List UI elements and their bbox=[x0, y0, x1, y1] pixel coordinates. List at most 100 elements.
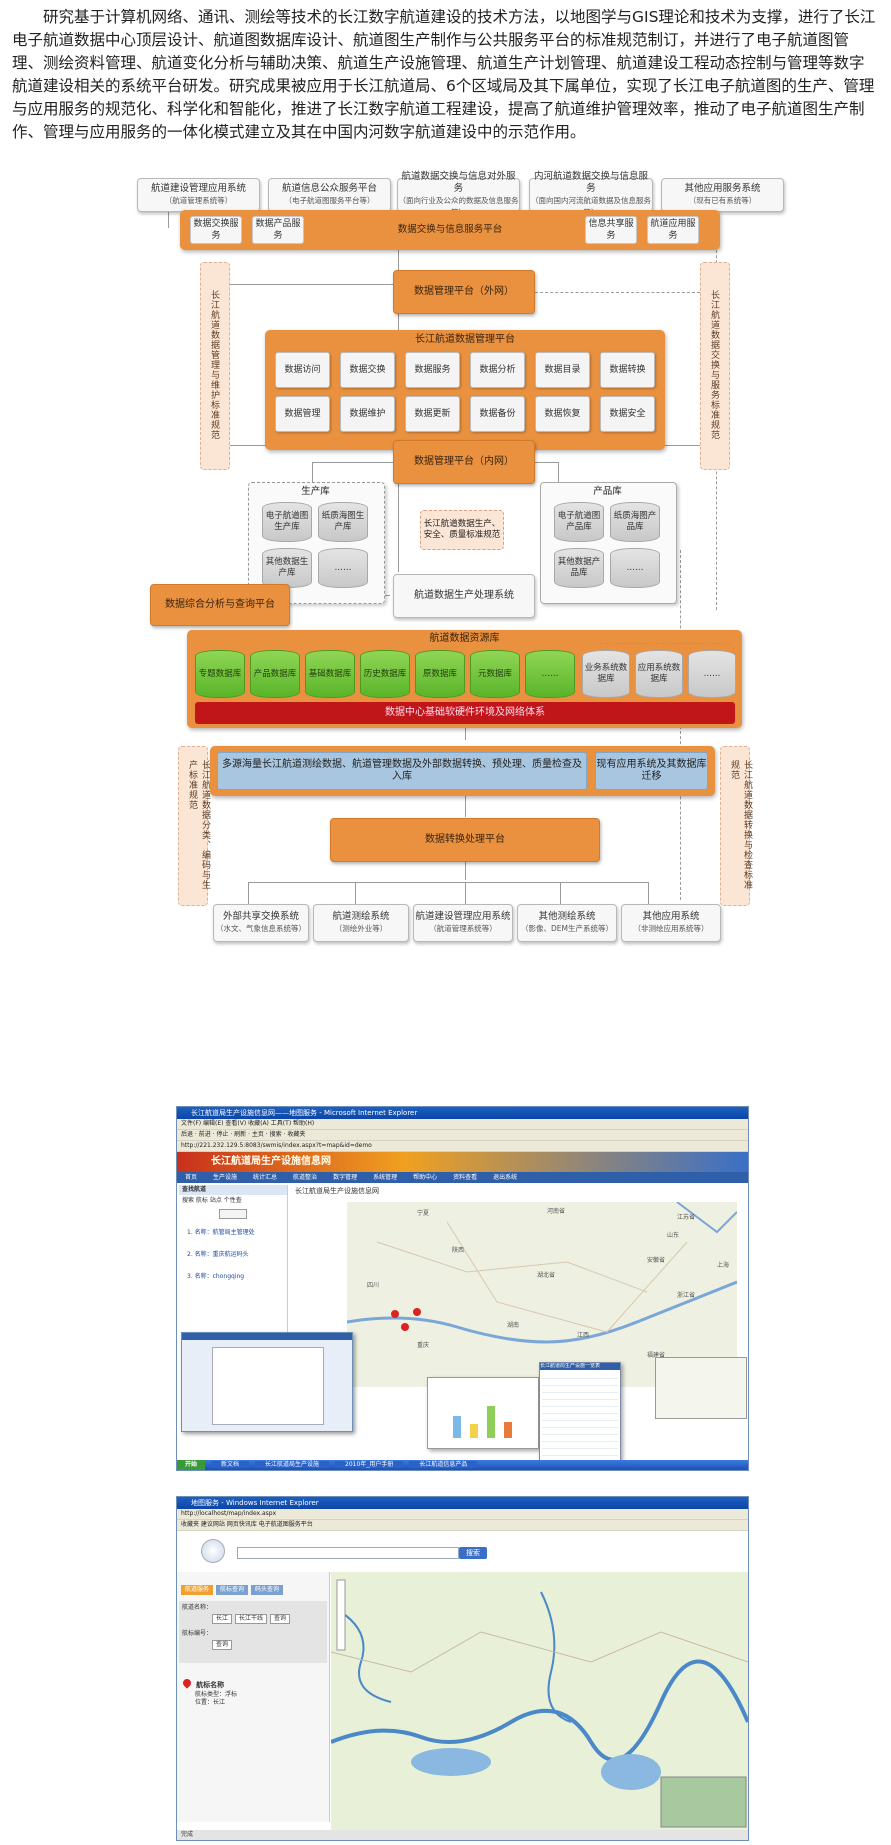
marker-icon[interactable] bbox=[401, 1323, 409, 1331]
taskbar-item[interactable]: 长江航道局生产设施 bbox=[255, 1461, 330, 1468]
search-input[interactable] bbox=[237, 1547, 459, 1559]
nav-tab[interactable]: 首页 bbox=[185, 1174, 198, 1181]
mgmt-platform-inner: 数据管理平台（内网） bbox=[393, 440, 535, 484]
connector bbox=[168, 210, 169, 228]
migration-left: 多源海量长江航道测绘数据、航道管理数据及外部数据转换、预处理、质量检查及入库 bbox=[217, 752, 587, 790]
overlay-title-bar bbox=[182, 1333, 352, 1340]
form-control[interactable]: 长江 bbox=[212, 1614, 233, 1624]
taskbar-item[interactable]: 新文档 bbox=[211, 1461, 250, 1468]
result-item[interactable]: 2. 名称：重庆航运码头 bbox=[187, 1251, 249, 1258]
map-place-label: 湖北省 bbox=[537, 1272, 556, 1279]
system-title: 内河航道数据交换与信息服务 bbox=[533, 171, 648, 194]
nav-tab[interactable]: 帮助中心 bbox=[413, 1174, 438, 1181]
form1-values: 长江长江干线查询 bbox=[212, 1614, 324, 1624]
chart-window[interactable] bbox=[427, 1377, 539, 1449]
top-system-1: 航道建设管理应用系统 （航道管理系统等） bbox=[137, 178, 260, 212]
map-svg bbox=[347, 1202, 737, 1344]
nav-tab[interactable]: 退出系统 bbox=[493, 1174, 518, 1181]
result-item[interactable]: 1. 名称：航管局主管理处 bbox=[187, 1229, 255, 1236]
mgmt-platform bbox=[265, 330, 665, 450]
result-item[interactable]: 3. 名称：chongqing bbox=[187, 1273, 245, 1280]
form-control[interactable]: 查询 bbox=[270, 1614, 291, 1624]
system-title: 航道信息公众服务平台 bbox=[281, 183, 377, 194]
left-standard-label-2: 长江航道数据分类、编码与生产标准规范 bbox=[187, 760, 210, 890]
query-tab[interactable]: 航道服务 bbox=[181, 1585, 214, 1595]
favorites-bar[interactable]: 收藏夹 建议网站 网页快讯库 电子航道图服务平台 bbox=[177, 1520, 748, 1531]
form-control[interactable]: 长江干线 bbox=[235, 1614, 268, 1624]
map-place-label: 湖南 bbox=[507, 1322, 520, 1329]
search-button[interactable] bbox=[219, 1209, 247, 1219]
grey-db-cylinder: 业务系统数据库 bbox=[582, 650, 630, 698]
system-subtitle: （影像、DEM生产系统等） bbox=[521, 924, 613, 933]
overview-map[interactable] bbox=[660, 1776, 747, 1828]
facility-table-window[interactable]: 长江航道局生产设施一览表 bbox=[539, 1362, 621, 1462]
marker-icon[interactable] bbox=[391, 1310, 399, 1318]
screenshot-chart-service: 地图服务 - Windows Internet Explorer http://… bbox=[176, 1496, 749, 1841]
result-line: 位置：长江 bbox=[195, 1699, 226, 1706]
marker-icon[interactable] bbox=[413, 1308, 421, 1316]
mgmt-platform-title: 长江航道数据管理平台 bbox=[415, 334, 515, 345]
tributary-line bbox=[340, 1611, 392, 1703]
green-db-cylinder: …… bbox=[525, 650, 575, 698]
connector bbox=[648, 882, 649, 904]
window-title: 长江航道局生产设施信息网——地图服务 - Microsoft Internet … bbox=[177, 1107, 748, 1119]
bottom-system-5: 其他应用系统 （非测绘应用系统等） bbox=[621, 904, 721, 942]
query-tab[interactable]: 码头查询 bbox=[251, 1585, 284, 1595]
overlay-window-1[interactable] bbox=[181, 1332, 353, 1432]
system-subtitle: （航道管理系统等） bbox=[429, 924, 497, 933]
nav-tab[interactable]: 数字管理 bbox=[333, 1174, 358, 1181]
form-control[interactable]: 查询 bbox=[212, 1640, 233, 1650]
left-standard-label: 长江航道数据管理与维护标准规范 bbox=[209, 290, 219, 440]
nav-tab[interactable]: 系统管理 bbox=[373, 1174, 398, 1181]
chart-bar bbox=[453, 1416, 461, 1438]
connector bbox=[398, 462, 399, 572]
migration-right: 现有应用系统及其数据库迁移 bbox=[595, 752, 708, 790]
lake-shape bbox=[601, 1754, 661, 1790]
connector bbox=[248, 882, 648, 883]
taskbar-item[interactable]: 2010年_用户手册 bbox=[335, 1461, 404, 1468]
right-standard-pane bbox=[700, 262, 730, 470]
lake-shape bbox=[411, 1748, 491, 1776]
address-bar[interactable]: http://221.232.129.5:8083/swmis/index.as… bbox=[177, 1141, 748, 1152]
nav-tab[interactable]: 统计汇总 bbox=[253, 1174, 278, 1181]
green-db-cylinder: 专题数据库 bbox=[195, 650, 245, 698]
query-tabs: 航道服务航标查询码头查询 bbox=[177, 1572, 329, 1599]
address-bar[interactable]: http://localhost/map/index.aspx bbox=[177, 1509, 748, 1520]
chart-map-view[interactable] bbox=[331, 1572, 748, 1830]
query-form: 航道名称： 长江长江干线查询 航标编号： 查询 bbox=[179, 1601, 327, 1663]
result-line: 航标类型：浮标 bbox=[195, 1691, 238, 1698]
system-title: 航道建设管理应用系统 bbox=[150, 183, 246, 194]
panel-tabs[interactable]: 搜索 航标 站点 个性查 bbox=[182, 1197, 242, 1204]
start-button[interactable]: 开始 bbox=[177, 1460, 206, 1470]
taskbar-item[interactable]: 长江航道信息产品 bbox=[409, 1461, 478, 1468]
mgmt-function-chip: 数据安全 bbox=[600, 396, 655, 432]
overview-map[interactable] bbox=[655, 1357, 747, 1419]
search-button[interactable]: 搜索 bbox=[459, 1547, 487, 1559]
chart-bar bbox=[487, 1406, 495, 1438]
right-standard-label-2: 长江航道数据转换与检查标准规范 bbox=[729, 760, 752, 890]
system-subtitle: （水文、气象信息系统等） bbox=[216, 924, 306, 933]
nav-tab[interactable]: 资料查看 bbox=[453, 1174, 478, 1181]
status-bar: 完成 bbox=[177, 1830, 748, 1840]
query-tab[interactable]: 航标查询 bbox=[216, 1585, 249, 1595]
green-db-cylinder: 元数据库 bbox=[470, 650, 520, 698]
product-cyl: 电子航道图产品库 bbox=[554, 502, 604, 542]
grey-db-cylinder: …… bbox=[688, 650, 736, 698]
nav-tab[interactable]: 航道整治 bbox=[293, 1174, 318, 1181]
river-line bbox=[331, 1659, 748, 1762]
system-title: 其他测绘系统 bbox=[538, 911, 596, 922]
exchange-chip: 数据产品服务 bbox=[252, 216, 304, 244]
connector bbox=[465, 795, 466, 817]
result-card[interactable]: 航标名称 航标类型：浮标 位置：长江 bbox=[181, 1672, 238, 1707]
result-name: 航标名称 bbox=[196, 1681, 225, 1689]
browser-toolbar[interactable]: 后退 · 前进 · 停止 · 刷新 · 主页 · 搜索 · 收藏夹 bbox=[177, 1130, 748, 1141]
menu-bar[interactable]: 文件(F) 编辑(E) 查看(V) 收藏(A) 工具(T) 帮助(H) bbox=[177, 1119, 748, 1130]
mgmt-function-chip: 数据访问 bbox=[275, 352, 330, 388]
production-cyl: …… bbox=[318, 548, 368, 588]
nav-tab[interactable]: 生产设施 bbox=[213, 1174, 238, 1181]
form2-label: 航标编号： bbox=[182, 1630, 213, 1637]
map-place-label: 重庆 bbox=[417, 1342, 430, 1349]
map-view[interactable]: 宁夏陕西河南省山东江苏省安徽省湖北省四川湖南浙江省重庆江西福建省上海 bbox=[347, 1202, 737, 1387]
zoom-slider[interactable] bbox=[336, 1579, 346, 1651]
exchange-chip: 数据交换服务 bbox=[190, 216, 242, 244]
